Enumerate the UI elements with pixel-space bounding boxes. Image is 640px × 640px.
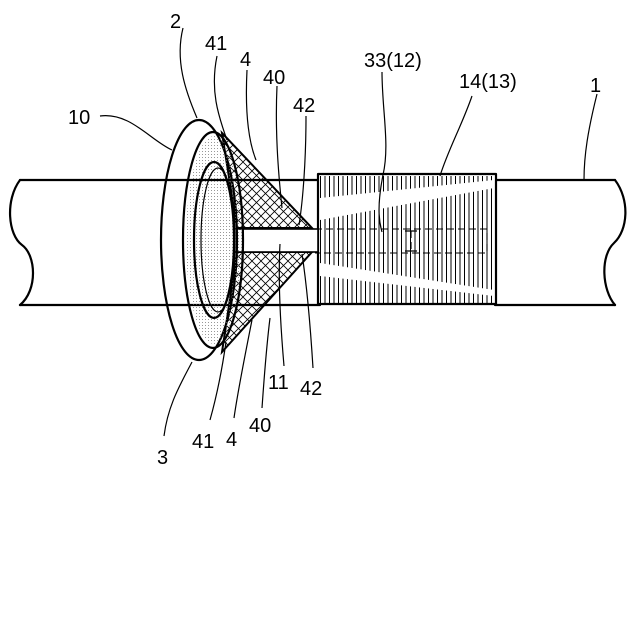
label-41-bottom: 41 xyxy=(192,431,214,453)
leader-10 xyxy=(100,116,172,150)
label-4-top: 4 xyxy=(240,49,251,71)
label-11: 11 xyxy=(268,372,289,394)
leader-41-top xyxy=(214,56,227,140)
leader-3 xyxy=(164,362,192,436)
pipe-right-break xyxy=(604,180,625,305)
pipe-left-break xyxy=(10,180,33,305)
label-2: 2 xyxy=(170,11,181,33)
label-14-13: 14(13) xyxy=(459,71,517,93)
label-42-top: 42 xyxy=(293,95,315,117)
leader-40-top xyxy=(276,86,282,208)
leader-14-13 xyxy=(440,96,472,176)
label-40-top: 40 xyxy=(263,67,285,89)
label-3: 3 xyxy=(157,447,168,469)
leader-2 xyxy=(180,28,197,118)
label-4-bottom: 4 xyxy=(226,429,237,451)
leader-40-bottom xyxy=(262,318,270,408)
label-41-top: 41 xyxy=(205,33,227,55)
leader-42-top xyxy=(299,116,306,225)
label-42-bottom: 42 xyxy=(300,378,322,400)
leader-1 xyxy=(584,94,597,180)
stem-11 xyxy=(234,229,318,252)
leader-42-bottom xyxy=(302,254,313,368)
threaded-section xyxy=(318,174,496,304)
label-10: 10 xyxy=(68,107,90,129)
label-40-bottom: 40 xyxy=(249,415,271,437)
flange-ring xyxy=(161,120,243,360)
label-33-12: 33(12) xyxy=(364,50,422,72)
leader-4-top xyxy=(246,70,256,160)
label-1: 1 xyxy=(590,75,601,97)
